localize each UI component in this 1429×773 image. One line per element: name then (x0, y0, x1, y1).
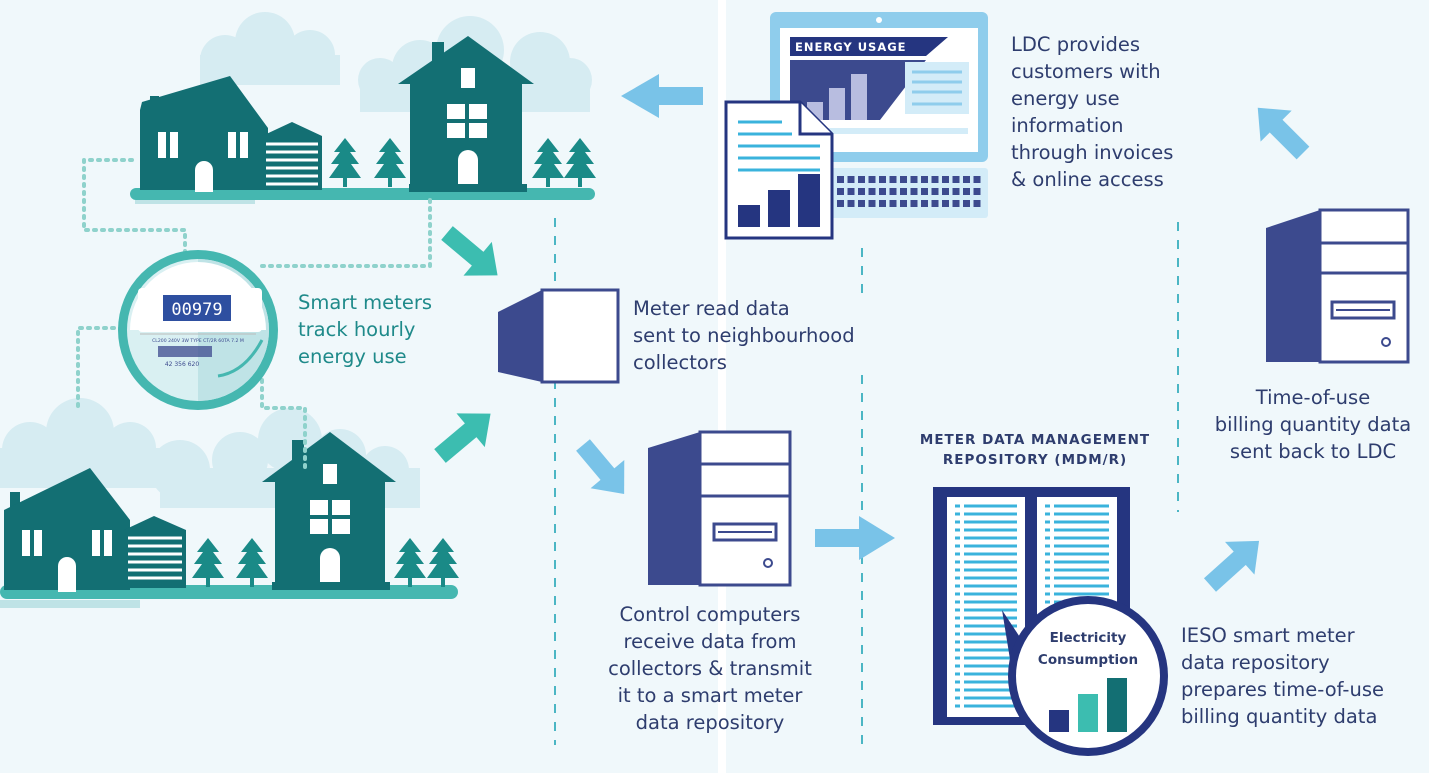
smart-meter-icon: 00979 CL200 240V 3W TYPE CT/2R 60TA 7.2 … (118, 250, 278, 410)
label-line: data repository (1181, 651, 1330, 674)
consumption-bar (1078, 694, 1098, 732)
flow-arrows (434, 74, 1310, 592)
arrow-icon (1203, 540, 1260, 592)
dashed-guides (554, 218, 1179, 745)
label-line: IESO smart meter (1181, 624, 1355, 647)
ieso-label: IESO smart meter data repository prepare… (1181, 622, 1384, 730)
meter-serial: 42 356 620 (165, 361, 200, 368)
barcode-icon (158, 346, 212, 357)
label-line: collectors (633, 351, 727, 374)
arrow-icon (434, 413, 491, 463)
mdm-title: METER DATA MANAGEMENT REPOSITORY (MDM/R) (895, 430, 1175, 470)
label-line: prepares time-of-use (1181, 678, 1384, 701)
ldc-server-icon (1266, 208, 1410, 364)
invoice-document-icon (724, 100, 834, 240)
time-of-use-label: Time-of-use billing quantity data sent b… (1200, 384, 1426, 465)
label-line: billing quantity data (1181, 705, 1378, 728)
bottom-neighbourhood (0, 398, 459, 608)
smart-meters-label: Smart meters track hourly energy use (298, 289, 432, 370)
label-line: Control computers (619, 603, 801, 626)
label-line: Meter read data (633, 297, 790, 320)
collector-icon (498, 288, 620, 384)
control-computers-label: Control computers receive data from coll… (592, 601, 828, 736)
meter-reading: 00979 (171, 300, 222, 320)
label-line: Smart meters (298, 291, 432, 314)
cloud-icon (200, 12, 592, 112)
house-icon (4, 468, 186, 592)
label-line: sent back to LDC (1229, 440, 1397, 463)
control-computer-icon (648, 430, 792, 587)
meter-fine-print: CL200 240V 3W TYPE CT/2R 60TA 7.2 M (152, 338, 244, 344)
ldc-provides-label: LDC provides customers with energy use i… (1011, 31, 1173, 193)
arrow-icon (815, 516, 895, 560)
consumption-bar (1107, 678, 1127, 732)
label-line: customers with (1011, 60, 1161, 83)
arrow-icon (621, 74, 703, 118)
label-line: billing quantity data (1214, 413, 1412, 436)
label-line: collectors & transmit (608, 657, 812, 680)
label-line: through invoices (1011, 141, 1174, 164)
house-icon (262, 432, 396, 590)
arrow-icon (576, 439, 625, 495)
label-line: REPOSITORY (MDM/R) (942, 452, 1128, 468)
magnifier-label-line2: Consumption (1038, 652, 1138, 668)
arrow-icon (1257, 107, 1310, 160)
label-line: energy use (1011, 87, 1120, 110)
energy-usage-banner-text: ENERGY USAGE (795, 40, 907, 54)
label-line: information (1011, 114, 1124, 137)
consumption-bar (1049, 710, 1069, 732)
magnifier-label-line1: Electricity (1050, 630, 1127, 646)
keyboard-icon (822, 168, 988, 218)
label-line: receive data from (623, 630, 797, 653)
top-neighbourhood (130, 12, 596, 204)
label-line: track hourly (298, 318, 416, 341)
label-line: energy use (298, 345, 407, 368)
label-line: METER DATA MANAGEMENT (919, 432, 1151, 448)
label-line: LDC provides (1011, 33, 1141, 56)
label-line: Time-of-use (1255, 386, 1371, 409)
energy-usage-banner (790, 37, 948, 56)
label-line: data repository (635, 711, 785, 734)
label-line: it to a smart meter (617, 684, 803, 707)
section-divider (718, 0, 726, 773)
house-icon (140, 76, 322, 192)
house-icon (398, 36, 534, 192)
magnifier-icon: Electricity Consumption (1002, 596, 1168, 756)
label-line: & online access (1011, 168, 1164, 191)
label-line: sent to neighbourhood (633, 324, 855, 347)
meter-read-label: Meter read data sent to neighbourhood co… (633, 295, 855, 376)
meter-connections (76, 158, 432, 472)
arrow-icon (441, 226, 498, 276)
